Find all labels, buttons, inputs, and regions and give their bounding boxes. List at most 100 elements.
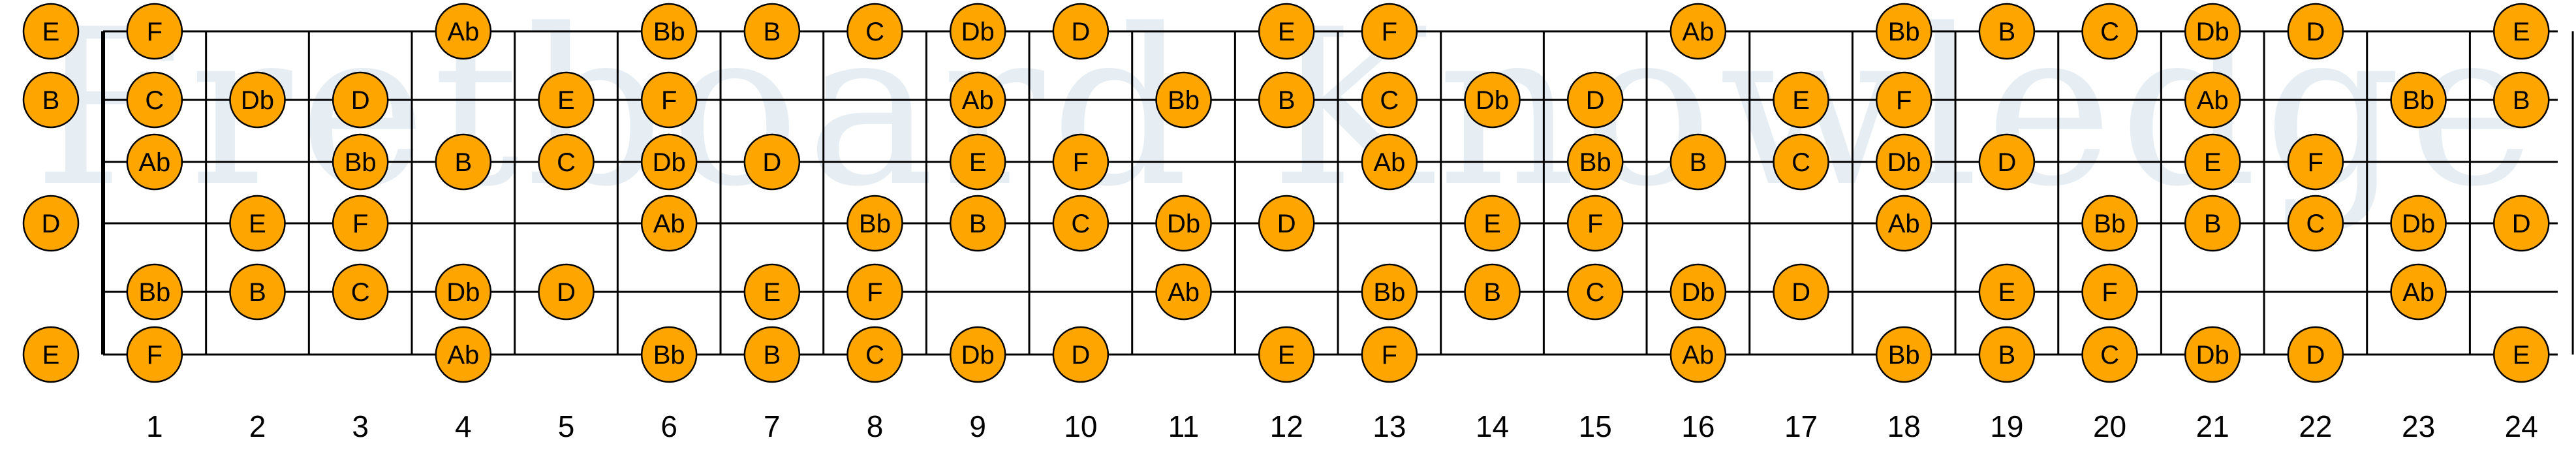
note-circle (1052, 133, 1110, 191)
note-label: C (2100, 18, 2119, 46)
note-circle (1773, 133, 1829, 191)
open-note-string-2: B (22, 71, 80, 129)
note-label: D (1071, 341, 1090, 370)
note-string-1-fret-10: D (1052, 3, 1110, 60)
note-circle (1669, 263, 1727, 321)
note-string-5-fret-17: D (1773, 263, 1829, 321)
note-circle (846, 195, 903, 252)
note-string-1-fret-19: B (1978, 3, 2036, 60)
note-label: B (42, 86, 60, 115)
note-circle (2287, 195, 2344, 252)
note-label: F (147, 18, 163, 46)
note-circle (2287, 3, 2344, 60)
note-circle (435, 326, 492, 383)
fret-number-10: 10 (1064, 409, 1097, 443)
note-string-5-fret-5: D (538, 263, 595, 321)
note-label: F (1382, 18, 1397, 46)
note-circle (2390, 263, 2447, 321)
note-string-2-fret-18: F (1875, 71, 1932, 129)
note-label: E (1792, 86, 1810, 115)
note-string-2-fret-1: C (126, 71, 183, 129)
note-string-3-fret-5: C (538, 133, 595, 191)
note-circle (229, 195, 286, 252)
note-string-3-fret-22: F (2287, 133, 2344, 191)
note-label: B (1278, 86, 1296, 115)
note-string-2-fret-12: B (1258, 71, 1315, 129)
note-string-6-fret-21: Db (2184, 326, 2241, 383)
note-label: Bb (1168, 86, 1200, 115)
note-label: B (2513, 86, 2530, 115)
note-circle (1464, 71, 1521, 129)
fretboard-lines (101, 30, 2574, 356)
note-string-4-fret-9: B (949, 195, 1006, 252)
note-label: Ab (447, 18, 479, 46)
fret-number-5: 5 (558, 409, 575, 443)
note-label: Ab (1682, 18, 1714, 46)
note-label: Ab (962, 86, 994, 115)
note-circle (1361, 133, 1418, 191)
note-string-4-fret-18: Ab (1875, 195, 1932, 252)
note-string-6-fret-10: D (1052, 326, 1110, 383)
note-circle (1875, 195, 1932, 252)
note-circle (1258, 3, 1315, 60)
note-label: Bb (345, 148, 377, 177)
note-label: Bb (1579, 148, 1611, 177)
note-label: D (762, 148, 781, 177)
note-circle (538, 263, 595, 321)
note-label: E (42, 18, 60, 46)
note-circle (640, 71, 698, 129)
note-circle (22, 195, 80, 252)
fret-number-19: 19 (1990, 409, 2023, 443)
note-circle (743, 263, 801, 321)
note-string-5-fret-4: Db (435, 263, 492, 321)
note-string-1-fret-4: Ab (435, 3, 492, 60)
note-string-5-fret-23: Ab (2390, 263, 2447, 321)
note-string-6-fret-19: B (1978, 326, 2036, 383)
note-label: Db (1681, 278, 1715, 307)
note-string-3-fret-6: Db (640, 133, 698, 191)
fret-number-7: 7 (764, 409, 781, 443)
note-circle (126, 71, 183, 129)
note-label: Db (241, 86, 274, 115)
note-circle (1669, 326, 1727, 383)
note-string-4-fret-14: E (1464, 195, 1521, 252)
note-circle (743, 133, 801, 191)
note-string-6-fret-12: E (1258, 326, 1315, 383)
note-string-1-fret-20: C (2081, 3, 2138, 60)
note-string-3-fret-15: Bb (1566, 133, 1624, 191)
note-label: D (2512, 210, 2531, 238)
note-circle (2184, 3, 2241, 60)
note-string-5-fret-1: Bb (126, 263, 183, 321)
note-string-4-fret-10: C (1052, 195, 1110, 252)
note-label: Db (1887, 148, 1921, 177)
note-circle (1361, 3, 1418, 60)
note-string-5-fret-14: B (1464, 263, 1521, 321)
note-label: D (2306, 341, 2325, 370)
note-string-5-fret-13: Bb (1361, 263, 1418, 321)
note-circle (640, 3, 698, 60)
note-string-6-fret-7: B (743, 326, 801, 383)
note-string-1-fret-1: F (126, 3, 183, 60)
note-label: C (1792, 148, 1810, 177)
note-string-1-fret-18: Bb (1875, 3, 1932, 60)
note-string-1-fret-21: Db (2184, 3, 2241, 60)
note-string-6-fret-24: E (2492, 326, 2550, 383)
note-label: B (1998, 341, 2016, 370)
note-label: E (2204, 148, 2222, 177)
note-string-4-fret-20: Bb (2081, 195, 2138, 252)
note-circle (1566, 263, 1624, 321)
note-string-2-fret-17: E (1773, 71, 1829, 129)
note-circle (1875, 133, 1932, 191)
note-label: C (1380, 86, 1399, 115)
note-string-2-fret-21: Ab (2184, 71, 2241, 129)
fret-number-18: 18 (1887, 409, 1921, 443)
note-circle (332, 263, 389, 321)
note-circle (332, 195, 389, 252)
note-circle (1361, 326, 1418, 383)
note-label: E (2513, 18, 2530, 46)
note-string-3-fret-17: C (1773, 133, 1829, 191)
note-label: F (1382, 341, 1397, 370)
note-string-2-fret-13: C (1361, 71, 1418, 129)
note-circle (2081, 263, 2138, 321)
